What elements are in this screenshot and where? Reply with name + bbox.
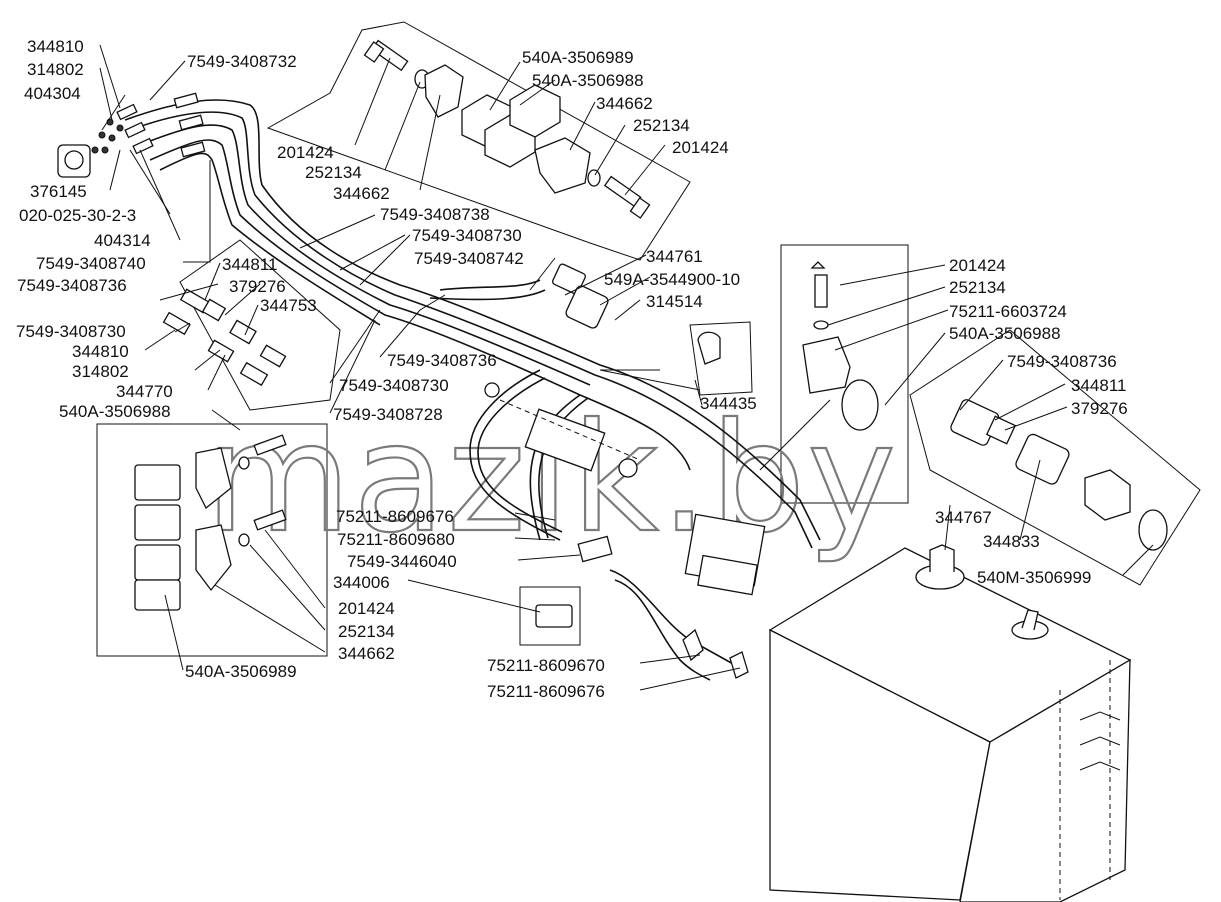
part-label: 7549-3446040 bbox=[347, 552, 457, 571]
part-label: 540A-3506989 bbox=[522, 48, 634, 67]
part-label: 7549-3408738 bbox=[380, 205, 490, 224]
part-label: 75211-8609676 bbox=[487, 682, 605, 701]
part-label: 344810 bbox=[27, 37, 84, 56]
part-label: 404304 bbox=[24, 84, 81, 103]
part-label: 344662 bbox=[333, 184, 390, 203]
part-label: 540A-3506988 bbox=[59, 402, 171, 421]
part-label: 7549-3408728 bbox=[333, 405, 443, 424]
part-label: 020-025-30-2-3 bbox=[19, 206, 136, 225]
clamp-plate bbox=[424, 64, 464, 118]
hydraulic-tank bbox=[768, 544, 1132, 902]
clamp-kit-frame-right bbox=[780, 244, 909, 504]
part-label: 344662 bbox=[596, 94, 653, 113]
part-number-callouts: 344810 314802 404304 7549-3408732 376145… bbox=[16, 37, 1128, 701]
part-label: 75211-8609670 bbox=[487, 656, 605, 675]
part-label: 376145 bbox=[30, 182, 87, 201]
part-label: 314514 bbox=[646, 292, 703, 311]
oil-filter bbox=[565, 285, 609, 329]
connector-frame bbox=[519, 586, 581, 646]
part-label: 75211-8609676 bbox=[336, 507, 454, 526]
part-label: 7549-3408736 bbox=[387, 351, 497, 370]
part-label: 7549-3408736 bbox=[1007, 352, 1117, 371]
part-label: 344662 bbox=[338, 644, 395, 663]
part-label: 314802 bbox=[27, 60, 84, 79]
part-label: 252134 bbox=[633, 116, 690, 135]
adapter-kit-frame-left bbox=[179, 239, 341, 411]
part-label: 540M-3506999 bbox=[977, 568, 1091, 587]
part-label: 540A-3506989 bbox=[185, 662, 297, 681]
part-label: 314802 bbox=[72, 362, 129, 381]
part-label: 75211-6603724 bbox=[949, 302, 1067, 321]
part-label: 344753 bbox=[260, 296, 317, 315]
part-label: 7549-3408742 bbox=[414, 249, 524, 268]
elbow-fitting bbox=[697, 331, 721, 365]
part-label: 344770 bbox=[116, 382, 173, 401]
part-label: 7549-3408730 bbox=[339, 376, 449, 395]
part-label: 201424 bbox=[277, 143, 334, 162]
top-left-fittings bbox=[57, 92, 206, 178]
part-label: 344006 bbox=[333, 573, 390, 592]
part-label: 344811 bbox=[1071, 376, 1126, 395]
part-label: 201424 bbox=[338, 599, 395, 618]
left-clamp-kit bbox=[134, 434, 287, 611]
quick-connector bbox=[535, 604, 573, 628]
clamp-kit-frame-left bbox=[96, 423, 328, 657]
part-label: 252134 bbox=[305, 163, 362, 182]
part-label: 344833 bbox=[983, 532, 1040, 551]
part-label: 540A-3506988 bbox=[949, 324, 1061, 343]
part-label: 7549-3408736 bbox=[17, 276, 127, 295]
hydraulic-tube-bundle bbox=[124, 99, 821, 549]
part-label: 404314 bbox=[94, 231, 151, 250]
leader-lines bbox=[99, 44, 1154, 691]
part-label: 379276 bbox=[229, 277, 286, 296]
part-label: 344435 bbox=[700, 394, 757, 413]
part-label: 252134 bbox=[338, 622, 395, 641]
right-clamp-kit bbox=[802, 261, 879, 431]
part-label: 7549-3408730 bbox=[412, 226, 522, 245]
part-label: 540A-3506988 bbox=[532, 71, 644, 90]
part-label: 201424 bbox=[949, 256, 1006, 275]
part-label: 252134 bbox=[949, 278, 1006, 297]
cylinder bbox=[524, 408, 606, 472]
part-label: 344761 bbox=[646, 247, 703, 266]
part-label: 344810 bbox=[72, 342, 129, 361]
part-label: 344811 bbox=[222, 255, 277, 274]
right-adapter-kit bbox=[950, 399, 1168, 551]
part-label: 7549-3408730 bbox=[16, 322, 126, 341]
top-clamp-kit bbox=[363, 39, 651, 219]
part-label: 7549-3408740 bbox=[36, 254, 146, 273]
part-label: 201424 bbox=[672, 138, 729, 157]
elbow-frame bbox=[689, 321, 753, 396]
part-label: 379276 bbox=[1071, 399, 1128, 418]
adapter-kit-frame-right bbox=[909, 329, 1201, 586]
part-label: 7549-3408732 bbox=[187, 52, 297, 71]
control-valve-assembly bbox=[484, 263, 766, 628]
left-adapter-kit bbox=[162, 288, 287, 387]
part-label: 549A-3544900-10 bbox=[604, 270, 740, 289]
part-label: 75211-8609680 bbox=[337, 530, 455, 549]
part-label: 344767 bbox=[935, 508, 992, 527]
